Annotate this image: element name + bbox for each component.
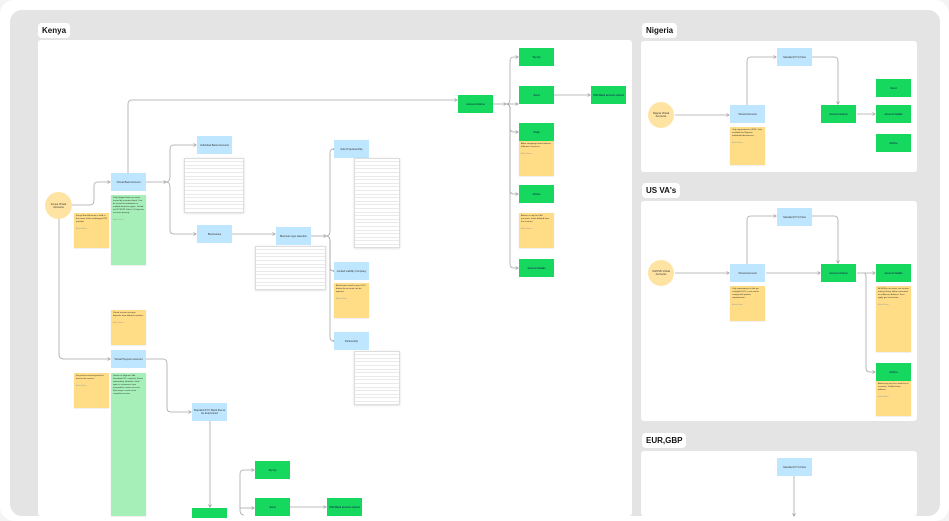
sticky-note[interactable]: Similar to Nigerian VAs. Standard KYC re…: [111, 373, 146, 516]
partnership-node[interactable]: Partnership: [334, 332, 369, 350]
note-text: Virtual account accepts deposits from di…: [113, 312, 144, 317]
requirements-table[interactable]: [184, 158, 244, 213]
note-author: Author Name: [521, 152, 532, 155]
note-author: Author Name: [878, 395, 889, 398]
business-type-node[interactable]: Business type selection: [276, 227, 311, 245]
llc-node[interactable]: Limited Liability Company: [334, 262, 369, 280]
us-account-actions-node[interactable]: Account Actions: [821, 264, 856, 282]
virtual-bank-account-node[interactable]: Virtual Bank Account: [111, 173, 146, 191]
sole-proprietorship-node[interactable]: Sole Proprietorship: [334, 140, 369, 158]
nigeria-airtime-node[interactable]: Airtime: [876, 134, 911, 152]
nigeria-virtual-accounts-node[interactable]: Virtual Accounts: [730, 105, 765, 123]
swap-node[interactable]: Swap: [519, 123, 554, 141]
businesses-node[interactable]: Businesses: [197, 225, 232, 243]
sticky-note[interactable]: Fully fledged bank accounts issued by a …: [111, 195, 146, 265]
partnership-table[interactable]: [354, 351, 400, 405]
note-author: Author Name: [336, 297, 347, 300]
note-author: Author Name: [113, 321, 124, 324]
business-types-table[interactable]: [255, 246, 326, 290]
note-author: Author Name: [878, 303, 889, 306]
sticky-note[interactable]: Only requirement is that we complete KYC…: [730, 286, 765, 321]
individual-bank-accounts-node[interactable]: Individual Bank Accounts: [197, 136, 232, 154]
nigeria-start-node[interactable]: Nigeria Virtual Accounts: [648, 102, 674, 128]
top-up-node[interactable]: Top Up: [519, 48, 554, 66]
note-text: Only requirement is that we complete KYC…: [732, 288, 759, 299]
nigeria-account-details-node[interactable]: Account Details: [876, 105, 911, 123]
standard-kyc-bank-flow-node[interactable]: Standard KYC Bank flow to be determined: [192, 403, 227, 421]
top-up-node-2[interactable]: Top Up: [255, 461, 290, 479]
kenya-start-node[interactable]: Kenya Virtual Accounts: [45, 192, 72, 219]
note-text: No paid account beyond first level in th…: [76, 375, 104, 380]
sticky-note[interactable]: ACH/Wire accounts can receive money. Eve…: [876, 286, 911, 352]
us-start-node[interactable]: US/USD Virtual Accounts: [648, 260, 674, 286]
sticky-note[interactable]: Airtime top ups for a wide list of count…: [876, 381, 911, 416]
note-text: Airtime is only for KES accounts, funds …: [521, 215, 550, 223]
usd-options-node[interactable]: USD Bank account options: [591, 86, 626, 104]
section-label-kenya[interactable]: Kenya: [38, 23, 71, 38]
note-author: Author Name: [732, 141, 743, 144]
nigeria-kyc-node[interactable]: Standard KYC Flow: [777, 48, 812, 66]
note-author: Author Name: [521, 227, 532, 230]
us-kyc-node[interactable]: Standard KYC Flow: [777, 208, 812, 226]
note-text: Kenya Bank Account is held in the name o…: [76, 215, 107, 223]
nigeria-account-actions-node[interactable]: Account Actions: [821, 105, 856, 123]
account-actions-node-2[interactable]: [192, 508, 227, 518]
airtime-node[interactable]: Airtime: [519, 185, 554, 203]
note-text: ACH/Wire accounts can receive money. Eve…: [878, 288, 909, 299]
account-details-node[interactable]: Account Details: [519, 259, 554, 277]
us-virtual-accounts-node[interactable]: Virtual Accounts: [730, 264, 765, 282]
virtual-payment-account-node[interactable]: Virtual Payment Account: [111, 350, 146, 368]
account-actions-node[interactable]: Account Actions: [458, 95, 493, 113]
note-text: Fully fledged bank accounts issued by a …: [113, 197, 144, 214]
usd-options-node-2[interactable]: USD Bank account options: [327, 498, 362, 516]
send-node[interactable]: Send: [519, 86, 554, 104]
note-author: Author Name: [76, 384, 87, 387]
note-author: Author Name: [732, 303, 743, 306]
note-author: Author Name: [113, 218, 124, 221]
sticky-note[interactable]: Only requirement is BVN. Only available …: [730, 127, 765, 165]
us-account-details-node[interactable]: Account Details: [876, 264, 911, 282]
sticky-note[interactable]: Virtual account accepts deposits from di…: [111, 310, 146, 345]
sticky-note[interactable]: Allow swapping funds between different c…: [519, 141, 554, 176]
note-text: Airtime top ups for a wide list of count…: [878, 383, 909, 391]
sole-proprietorship-table[interactable]: [354, 158, 400, 248]
nigeria-send-node[interactable]: Send: [876, 79, 911, 97]
section-label-nigeria[interactable]: Nigeria: [642, 23, 678, 38]
us-airtime-node[interactable]: Airtime: [876, 363, 911, 381]
note-author: Author Name: [76, 227, 87, 230]
sticky-note[interactable]: All directors need to pass KYC before th…: [334, 283, 369, 318]
section-label-eur-gbp[interactable]: EUR,GBP: [642, 433, 687, 448]
eur-kyc-node[interactable]: Standard KYC Flow: [777, 458, 812, 476]
note-text: Similar to Nigerian VAs. Standard KYC re…: [113, 375, 144, 395]
section-label-us-va[interactable]: US VA's: [642, 183, 681, 198]
send-node-2[interactable]: Send: [255, 498, 290, 516]
note-text: Only requirement is BVN. Only available …: [732, 129, 762, 137]
sticky-note[interactable]: Airtime is only for KES accounts, funds …: [519, 213, 554, 248]
note-text: All directors need to pass KYC before th…: [336, 285, 366, 293]
sticky-note[interactable]: Kenya Bank Account is held in the name o…: [74, 213, 109, 248]
note-text: Allow swapping funds between different c…: [521, 143, 551, 148]
sticky-note[interactable]: No paid account beyond first level in th…: [74, 373, 109, 408]
